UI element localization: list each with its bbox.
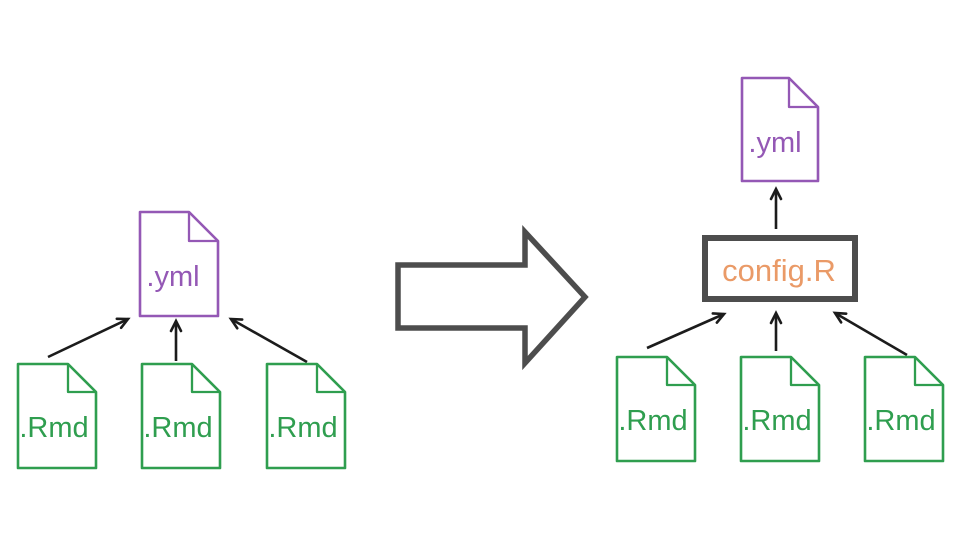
file-page-shape bbox=[615, 355, 697, 463]
yml-file-icon-right: .yml bbox=[740, 76, 820, 183]
file-fold-shape bbox=[190, 364, 220, 394]
config-box: config.R bbox=[702, 235, 858, 302]
rmd-file-icon-left-3: .Rmd bbox=[265, 362, 347, 470]
rmd-file-label: .Rmd bbox=[143, 412, 212, 444]
file-fold-shape bbox=[789, 357, 819, 387]
file-page-shape bbox=[16, 362, 98, 470]
dependency-arrow-right-3 bbox=[832, 311, 908, 357]
rmd-file-label: .Rmd bbox=[742, 405, 811, 437]
rmd-file-label: .Rmd bbox=[19, 412, 88, 444]
config-box-shape bbox=[702, 235, 858, 302]
dependency-arrow-left-3 bbox=[228, 317, 308, 364]
file-fold-shape bbox=[913, 357, 943, 387]
after-group: .yml config.R .Rmd .Rmd bbox=[615, 76, 945, 463]
rmd-file-icon-left-1: .Rmd bbox=[16, 362, 98, 470]
file-page-shape bbox=[265, 362, 347, 470]
rmd-file-label: .Rmd bbox=[268, 412, 337, 444]
yml-file-icon-left: .yml bbox=[138, 210, 220, 318]
file-fold-shape bbox=[315, 364, 345, 394]
dependency-arrow-right-1 bbox=[646, 312, 727, 350]
file-fold-shape bbox=[787, 78, 818, 109]
rmd-file-icon-left-2: .Rmd bbox=[140, 362, 222, 470]
file-page-shape bbox=[863, 355, 945, 463]
before-group: .yml .Rmd .Rmd .Rmd bbox=[16, 210, 347, 470]
file-fold-shape bbox=[66, 364, 96, 394]
yml-file-label: .yml bbox=[748, 127, 801, 159]
file-page-shape bbox=[140, 362, 222, 470]
file-fold-shape bbox=[187, 212, 218, 243]
rmd-file-label: .Rmd bbox=[866, 405, 935, 437]
file-page-shape bbox=[138, 210, 220, 318]
config-box-label: config.R bbox=[722, 253, 836, 288]
rmd-file-icon-right-3: .Rmd bbox=[863, 355, 945, 463]
file-page-shape bbox=[739, 355, 821, 463]
yml-file-label: .yml bbox=[146, 261, 199, 293]
right-block-arrow-icon bbox=[395, 224, 589, 371]
file-page-shape bbox=[740, 76, 820, 183]
rmd-file-icon-right-1: .Rmd bbox=[615, 355, 697, 463]
file-fold-shape bbox=[665, 357, 695, 387]
dependency-arrow-left-1 bbox=[47, 317, 131, 359]
rmd-file-label: .Rmd bbox=[618, 405, 687, 437]
rmd-file-icon-right-2: .Rmd bbox=[739, 355, 821, 463]
